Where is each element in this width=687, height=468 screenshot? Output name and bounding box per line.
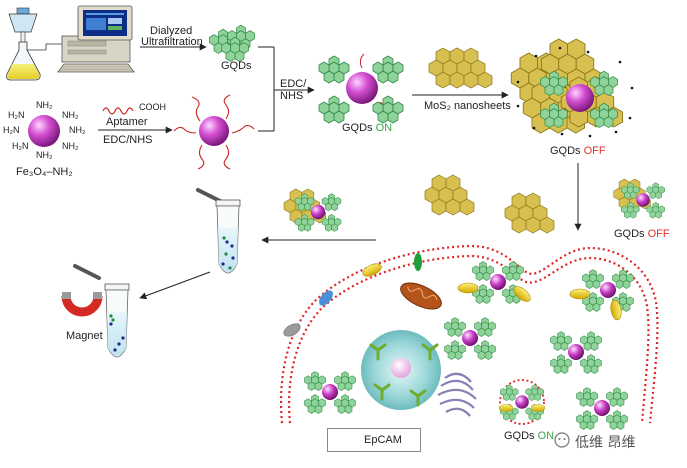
label-h2n-l: H₂N xyxy=(3,125,20,135)
gqds-off-complex xyxy=(510,38,634,138)
membrane-protein-green xyxy=(414,253,422,271)
label-cooh: COOH xyxy=(139,102,166,112)
label-h2n-tl: H₂N xyxy=(8,110,25,120)
label-gqds-on-bottom-state: ON xyxy=(537,430,555,442)
flask-icon xyxy=(6,7,62,81)
membrane-protein-grey xyxy=(283,323,301,337)
tube-icon xyxy=(196,188,241,274)
membrane-protein-blue xyxy=(319,290,333,306)
mos2-sheet-floating-2 xyxy=(504,192,555,234)
label-gqds-on-top-state: ON xyxy=(375,122,393,134)
aptamer-nanoparticle xyxy=(173,94,255,170)
legend-box xyxy=(327,428,421,452)
label-gqds-on-top-prefix: GQDs xyxy=(342,122,373,134)
probe-internal-4 xyxy=(577,388,628,430)
label-gqds-off-top: GQDs OFF xyxy=(550,145,606,157)
label-fe3o4: Fe₃O₄–NH₂ xyxy=(16,166,73,178)
probe-internal-2 xyxy=(445,318,496,360)
label-edc-nhs-mid: EDC/NHS xyxy=(103,134,153,146)
label-gqds: GQDs xyxy=(221,60,252,72)
label-nh2-br: NH₂ xyxy=(62,141,79,151)
label-h2n-bl: H₂N xyxy=(12,141,29,151)
label-ultrafiltration: Ultrafiltration xyxy=(141,36,203,48)
label-gqds-off-right-prefix: GQDs xyxy=(614,228,645,240)
magnet-icon xyxy=(61,292,103,317)
label-gqds-on-top: GQDs ON xyxy=(342,122,392,134)
label-gqds-off-top-prefix: GQDs xyxy=(550,145,581,157)
label-dialyzed: Dialyzed xyxy=(150,25,193,37)
probe-internal-1 xyxy=(305,372,356,414)
label-epcam: EpCAM xyxy=(364,434,402,446)
probe-bound-right xyxy=(569,270,634,322)
gqds-off-probe-small xyxy=(613,178,665,218)
label-nh2-tr: NH₂ xyxy=(62,110,79,120)
label-gqds-off-top-state: OFF xyxy=(583,145,606,157)
label-nh2-r: NH₂ xyxy=(69,125,86,135)
gqds-cluster xyxy=(209,24,255,62)
computer-icon xyxy=(57,5,135,73)
mos2-sheet-floating-1 xyxy=(424,174,475,216)
watermark-icon xyxy=(554,432,570,448)
merge-bracket xyxy=(258,46,315,132)
label-magnet: Magnet xyxy=(66,330,103,342)
label-gqds-off-right-state: OFF xyxy=(647,228,670,240)
endosome xyxy=(498,379,546,425)
label-gqds-on-bottom-prefix: GQDs xyxy=(504,430,535,442)
aptamer-strand xyxy=(102,107,134,115)
label-nh2-bottom: NH₂ xyxy=(36,150,53,160)
label-gqds-on-bottom: GQDs ON xyxy=(504,430,554,442)
arrow-to-magnet-tube xyxy=(139,271,211,300)
label-edc-top-1: EDC/ xyxy=(280,78,307,90)
magnet-tube xyxy=(73,264,130,358)
mitochondrion xyxy=(400,282,442,310)
nucleus xyxy=(361,330,441,410)
watermark-text: 低维 昂维 xyxy=(575,435,636,451)
probe-internal-3 xyxy=(551,332,602,374)
label-mos2: MoS₂ nanosheets xyxy=(424,100,511,112)
label-aptamer: Aptamer xyxy=(106,116,148,128)
cell-membrane xyxy=(279,244,659,424)
label-gqds-off-right: GQDs OFF xyxy=(614,228,670,240)
mos2-probe-complex-left xyxy=(283,188,341,231)
label-nh2-top: NH₂ xyxy=(36,100,53,110)
gqds-on-probe xyxy=(318,53,404,124)
golgi-apparatus xyxy=(437,372,477,417)
fe3o4-nanoparticle xyxy=(28,115,60,147)
label-edc-top-2: NHS xyxy=(280,90,304,102)
mos2-nanosheet xyxy=(428,47,493,89)
probe-bound-left xyxy=(457,262,534,305)
